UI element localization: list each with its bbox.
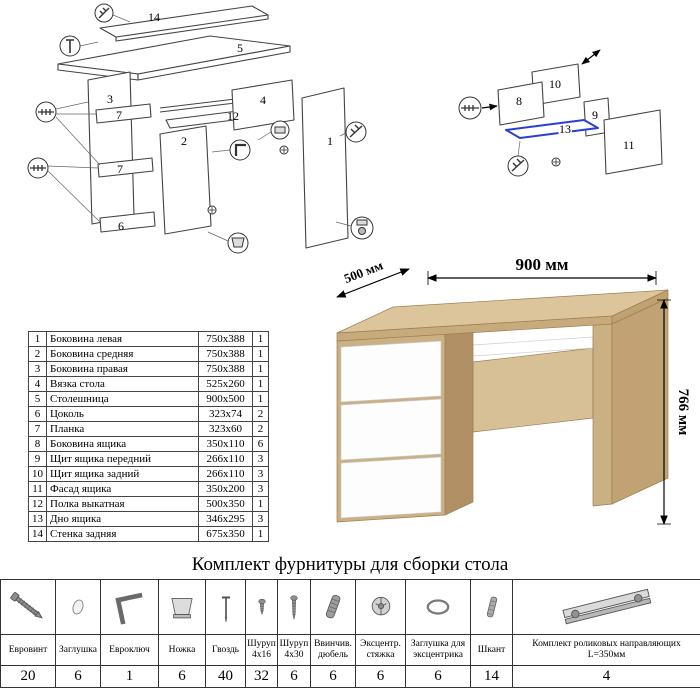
left-exploded-view [57,5,349,249]
part-label-11: 11 [623,138,635,152]
part-label-10: 10 [549,77,561,91]
double-arrow-icon [581,49,601,65]
desk-render: 900 мм 500 мм 766 мм [336,255,691,525]
screw-small-icon [257,598,266,616]
drawer-slide-icon [561,588,651,625]
assembly-exploded-diagram: 14 5 3 7 7 6 12 2 4 1 [27,3,663,254]
part-label-6: 6 [118,219,124,233]
hardware-kit-title: Комплект фурнитуры для сборки стола [191,554,509,575]
part-label-7b: 7 [117,162,123,176]
desk-right-panel-front [592,323,613,507]
part-panel-14 [99,5,269,42]
part-label-7a: 7 [116,108,122,122]
desk-right-panel-side [611,297,669,505]
euroscrew-callout-icon [35,101,57,123]
right-leader-lines [517,140,521,157]
part-panel-8 [497,81,545,126]
part-label-12: 12 [227,109,239,123]
desk-top-surface [336,289,669,334]
part-label-5: 5 [237,41,243,55]
part-bottom-13 [505,119,599,139]
part-label-4: 4 [260,93,266,107]
nail-callout-icon [59,35,81,57]
insert-arrow [481,103,498,111]
euroscrew-icon [10,592,43,619]
dimension-depth-label: 500 мм [342,257,385,286]
dimension-height-label: 766 мм [675,389,691,436]
part-panel-11 [603,109,663,175]
part-label-14: 14 [148,10,160,24]
leg-callout-icon [227,232,249,254]
cam-lock-icon [371,596,390,616]
desk-opening-back [472,347,594,433]
drawer-front-1 [340,340,442,403]
dimension-width [427,271,657,285]
part-label-8: 8 [516,94,522,108]
caster-callout-icon [350,216,374,240]
cam-cap-icon [426,599,450,615]
part-panel-4 [231,79,295,131]
dowel-callout-icon [270,120,290,140]
drawer-front-3 [340,456,442,519]
hardware-icon-row [0,579,700,635]
hexkey-icon [114,592,143,625]
cam-mark-icon [207,145,289,215]
part-label-13: 13 [559,122,571,136]
left-leader-lines [47,14,352,242]
dimension-width-label: 900 мм [516,255,569,274]
euroscrew-callout-icon [458,96,482,120]
dimension-depth [336,268,410,298]
drawer-front-2 [340,398,442,461]
euroscrew-callout-icon [27,157,49,179]
screw-callout-icon [507,155,529,177]
wood-dowel-icon [486,596,497,618]
part-label-1: 1 [327,134,333,148]
part-panel-5 [57,35,291,81]
part-label-9: 9 [592,108,598,122]
cam-mark-icon [551,157,561,167]
cap-icon [72,599,84,615]
desk-drawer-unit-side [444,320,474,516]
hardware-table: Евровинт Заглушка Евроключ Ножка Гвоздь … [0,579,700,688]
nail-icon [221,596,230,623]
screw-callout-icon [345,121,367,143]
hardware-qty-row: 20 6 1 6 40 32 6 6 6 6 14 4 [0,665,700,688]
part-panel-1 [301,87,349,249]
part-panel-7a [95,103,152,124]
screw-callout-icon [94,3,114,23]
leg-icon [171,598,193,619]
part-panel-7b [97,157,154,178]
part-panel-2 [159,125,212,235]
part-label-3: 3 [107,92,113,106]
dowel-screw-icon [325,594,341,619]
part-label-2: 2 [181,134,187,148]
hardware-name-row: Евровинт Заглушка Евроключ Ножка Гвоздь … [0,634,700,666]
screw-long-icon [290,595,298,620]
hexkey-callout-icon [229,139,251,161]
part-panel-6 [99,211,156,233]
dimension-height [657,299,671,525]
